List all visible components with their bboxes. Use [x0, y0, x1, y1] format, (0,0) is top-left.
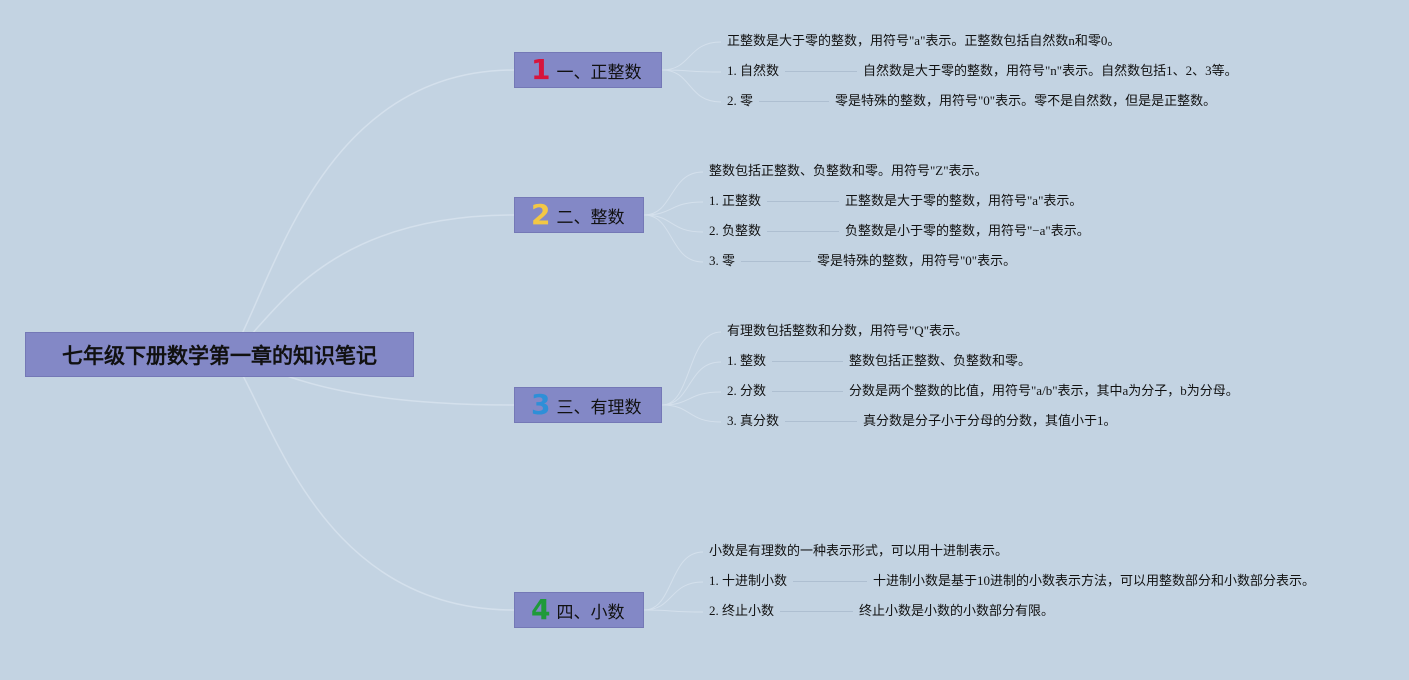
leaf-connector: [793, 581, 867, 582]
leaf-item[interactable]: 2. 分数 分数是两个整数的比值，用符号"a/b"表示，其中a为分子，b为分母。: [727, 383, 1239, 399]
leaf-item[interactable]: 1. 十进制小数 十进制小数是基于10进制的小数表示方法，可以用整数部分和小数部分…: [709, 573, 1315, 589]
leaf-item[interactable]: 2. 终止小数 终止小数是小数的小数部分有限。: [709, 603, 1054, 619]
branch-number: 1: [531, 53, 551, 86]
leaf-connector: [741, 261, 811, 262]
leaf-intro[interactable]: 正整数是大于零的整数，用符号"a"表示。正整数包括自然数n和零0。: [727, 33, 1121, 48]
leaf-item-description: 十进制小数是基于10进制的小数表示方法，可以用整数部分和小数部分表示。: [873, 573, 1316, 588]
leaf-item-description: 负整数是小于零的整数，用符号"−a"表示。: [845, 223, 1090, 238]
leaf-item-description: 正整数是大于零的整数，用符号"a"表示。: [845, 193, 1083, 208]
branch-number: 4: [531, 593, 551, 626]
leaf-item-description: 零是特殊的整数，用符号"0"表示。零不是自然数，但是是正整数。: [835, 93, 1217, 108]
leaf-item-description: 零是特殊的整数，用符号"0"表示。: [817, 253, 1017, 268]
leaf-item-label: 1. 十进制小数: [709, 573, 788, 588]
branch-number: 2: [531, 198, 551, 231]
leaf-item[interactable]: 3. 真分数 真分数是分子小于分母的分数，其值小于1。: [727, 413, 1117, 429]
leaf-item[interactable]: 3. 零 零是特殊的整数，用符号"0"表示。: [709, 253, 1016, 269]
leaf-item-description: 整数包括正整数、负整数和零。: [849, 353, 1032, 368]
leaf-item-label: 2. 零: [727, 93, 754, 108]
root-node[interactable]: 七年级下册数学第一章的知识笔记: [25, 332, 414, 377]
leaf-item-description: 自然数是大于零的整数，用符号"n"表示。自然数包括1、2、3等。: [863, 63, 1238, 78]
leaf-item[interactable]: 1. 正整数 正整数是大于零的整数，用符号"a"表示。: [709, 193, 1082, 209]
leaf-item-label: 3. 真分数: [727, 413, 780, 428]
branch-label: 一、正整数: [556, 62, 642, 83]
leaf-connector: [780, 611, 853, 612]
branch-label: 四、小数: [556, 602, 625, 623]
branch-label: 二、整数: [556, 207, 625, 228]
leaf-item[interactable]: 1. 自然数 自然数是大于零的整数，用符号"n"表示。自然数包括1、2、3等。: [727, 63, 1238, 79]
leaf-connector: [772, 391, 843, 392]
leaf-item-label: 2. 负整数: [709, 223, 762, 238]
leaf-item[interactable]: 1. 整数 整数包括正整数、负整数和零。: [727, 353, 1031, 369]
branch-number: 3: [531, 388, 551, 421]
leaf-item-description: 真分数是分子小于分母的分数，其值小于1。: [863, 413, 1117, 428]
branch-label: 三、有理数: [556, 397, 642, 418]
leaf-connector: [785, 71, 857, 72]
leaf-item-label: 2. 终止小数: [709, 603, 775, 618]
leaf-connector: [785, 421, 857, 422]
leaf-intro[interactable]: 小数是有理数的一种表示形式，可以用十进制表示。: [709, 543, 1009, 558]
leaf-item-description: 终止小数是小数的小数部分有限。: [859, 603, 1055, 618]
leaf-item-label: 3. 零: [709, 253, 736, 268]
leaf-item[interactable]: 2. 零 零是特殊的整数，用符号"0"表示。零不是自然数，但是是正整数。: [727, 93, 1216, 109]
leaf-item-label: 2. 分数: [727, 383, 767, 398]
leaf-connector: [759, 101, 829, 102]
leaf-connector: [767, 231, 839, 232]
leaf-item[interactable]: 2. 负整数 负整数是小于零的整数，用符号"−a"表示。: [709, 223, 1090, 239]
leaf-item-label: 1. 正整数: [709, 193, 762, 208]
leaf-item-description: 分数是两个整数的比值，用符号"a/b"表示，其中a为分子，b为分母。: [849, 383, 1239, 398]
leaf-connector: [772, 361, 843, 362]
leaf-item-label: 1. 整数: [727, 353, 767, 368]
leaf-intro[interactable]: 有理数包括整数和分数，用符号"Q"表示。: [727, 323, 969, 338]
leaf-item-label: 1. 自然数: [727, 63, 780, 78]
leaf-connector: [767, 201, 839, 202]
leaf-intro[interactable]: 整数包括正整数、负整数和零。用符号"Z"表示。: [709, 163, 988, 178]
